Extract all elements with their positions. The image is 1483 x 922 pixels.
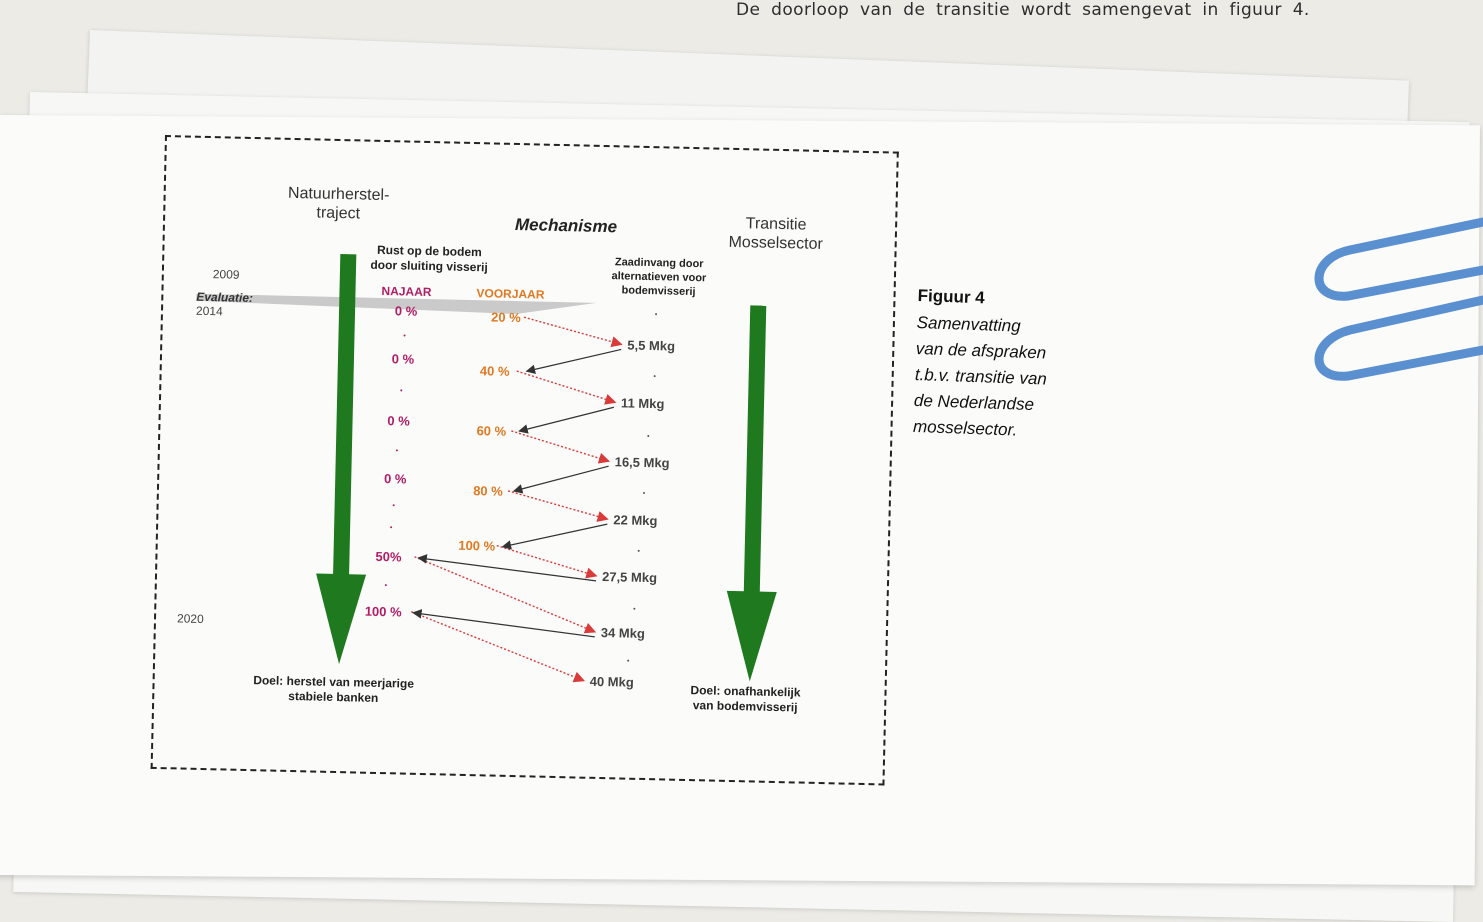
year-2020: 2020 (177, 611, 204, 626)
season-najaar: NAJAAR (381, 284, 432, 299)
figure-caption: Figuur 4 Samenvatting van de afspraken t… (913, 286, 1118, 447)
najaar-value: 50% (375, 549, 402, 565)
mkg-dots (627, 313, 658, 662)
mkg-value: 34 Mkg (601, 625, 645, 641)
mkg-value: 16,5 Mkg (615, 454, 670, 470)
header-natuurherstel-line1: Natuurherstel- (288, 185, 390, 204)
season-voorjaar: VOORJAAR (476, 286, 545, 302)
transitie-arrow (726, 305, 777, 682)
gray-arrows (412, 348, 622, 638)
header-transitie-line2: Mosselsector (728, 234, 823, 253)
year-2009: 2009 (213, 267, 240, 282)
mkg-value: 27,5 Mkg (602, 569, 657, 585)
voorjaar-value: 60 % (476, 423, 506, 439)
mkg-value: 22 Mkg (613, 512, 657, 528)
najaar-dots (384, 334, 406, 587)
subheader-zaadinvang-line3: bodemvisserij (621, 284, 695, 298)
figure-dashed-frame (150, 135, 899, 786)
caption-body: Samenvatting van de afspraken t.b.v. tra… (913, 310, 1117, 447)
transition-diagram: Natuurherstel- traject Mechanisme Transi… (177, 185, 824, 715)
najaar-value: 0 % (387, 413, 410, 429)
mkg-value: 40 Mkg (590, 674, 634, 690)
goal-right-line2: van bodemvisserij (693, 698, 798, 714)
subheader-rust-line1: Rust op de bodem (377, 243, 482, 259)
najaar-value: 0 % (395, 303, 418, 319)
subheader-zaadinvang-line2: alternatieven voor (611, 270, 707, 284)
voorjaar-value: 40 % (480, 363, 510, 379)
goal-left-line1: Doel: herstel van meerjarige (253, 673, 414, 691)
evaluation-year: 2014 (196, 304, 223, 319)
subheader-rust-line2: door sluiting visserij (370, 258, 488, 275)
najaar-value: 0 % (384, 471, 407, 487)
header-mechanisme: Mechanisme (515, 215, 617, 236)
voorjaar-value: 100 % (458, 538, 496, 554)
evaluation-band (196, 293, 597, 315)
voorjaar-value: 80 % (473, 483, 503, 499)
voorjaar-value: 20 % (491, 309, 521, 325)
mkg-value: 5,5 Mkg (627, 338, 675, 354)
header-natuurherstel-line2: traject (316, 204, 360, 222)
mkg-value: 11 Mkg (621, 395, 665, 411)
najaar-value: 100 % (365, 604, 403, 620)
subheader-zaadinvang-line1: Zaadinvang door (615, 256, 705, 270)
evaluation-label: Evaluatie: (196, 290, 253, 305)
goal-right-line1: Doel: onafhankelijk (690, 683, 801, 699)
header-transitie-line1: Transitie (746, 215, 807, 233)
intro-sentence: De doorloop van de transitie wordt samen… (736, 0, 1310, 20)
red-dotted-arrows (410, 316, 623, 683)
natuurherstel-arrow (316, 254, 367, 665)
paperclip-icon (1314, 217, 1483, 381)
goal-left-line2: stabiele banken (288, 689, 378, 705)
najaar-value: 0 % (392, 351, 415, 367)
